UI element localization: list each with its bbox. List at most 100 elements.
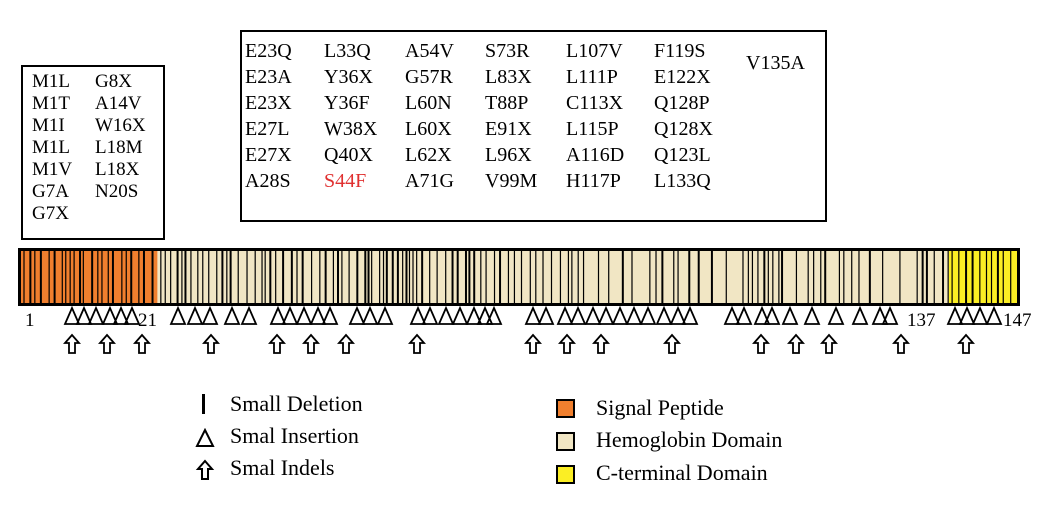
mutation-label: L60N (405, 92, 452, 114)
mutation-label: Q40X (324, 144, 373, 166)
insertion-triangle (569, 305, 587, 325)
indel-arrow (202, 333, 220, 354)
mutation-label: G57R (405, 66, 453, 88)
insertion-triangle (669, 305, 687, 325)
insertion-triangle (421, 305, 439, 325)
indel-arrow (892, 333, 910, 354)
mutation-label: L18M (95, 137, 143, 158)
mutation-label: Q128P (654, 92, 710, 114)
indel-arrow (302, 333, 320, 354)
legend-cterminal-label: C-terminal Domain (596, 460, 768, 485)
mutation-label: W16X (95, 115, 146, 136)
insertion-triangle (781, 305, 799, 325)
mutation-label: T88P (485, 92, 529, 114)
indel-arrow (268, 333, 286, 354)
deletion-icon (202, 394, 205, 414)
domain-segment (21, 251, 158, 303)
mutation-label: L33Q (324, 40, 371, 62)
insertion-triangle (269, 305, 287, 325)
insertion-triangle (87, 305, 105, 325)
mutation-label: Q123L (654, 144, 711, 166)
mutation-label: L107V (566, 40, 623, 62)
hemoglobin-domain-swatch (556, 432, 575, 451)
insertion-triangle (348, 305, 366, 325)
mutation-label: F119S (654, 40, 706, 62)
mutation-label: E91X (485, 118, 532, 140)
indel-arrow (787, 333, 805, 354)
mutation-label: V135A (746, 52, 805, 74)
mutation-label: H117P (566, 170, 621, 192)
legend-hemoglobin-label: Hemoglobin Domain (596, 427, 783, 452)
indel-arrow (133, 333, 151, 354)
mutation-label: Y36X (324, 66, 373, 88)
mutation-label: A54V (405, 40, 454, 62)
mutation-label: E23X (245, 92, 292, 114)
mutation-label: L60X (405, 118, 452, 140)
indel-arrow (558, 333, 576, 354)
insertion-triangle (465, 305, 483, 325)
indel-arrow (98, 333, 116, 354)
indel-arrow (663, 333, 681, 354)
insertion-triangle (681, 305, 699, 325)
mutation-label: S44F (324, 170, 367, 192)
indel-arrow (408, 333, 426, 354)
mutation-label: L133Q (654, 170, 711, 192)
indel-arrow (957, 333, 975, 354)
insertion-triangle (871, 305, 889, 325)
insertion-triangle (476, 305, 494, 325)
insertion-triangle (851, 305, 869, 325)
insertion-triangle (763, 305, 781, 325)
mutation-label: E27X (245, 144, 292, 166)
insertion-triangle (112, 305, 130, 325)
position-label-signal-end: 21 (138, 310, 157, 331)
mutation-label: A28S (245, 170, 291, 192)
insertion-triangle (123, 305, 141, 325)
mutation-label: L111P (566, 66, 618, 88)
indel-arrow (752, 333, 770, 354)
insertion-triangle (240, 305, 258, 325)
insertion-triangle (309, 305, 327, 325)
legend-deletion-label: Small Deletion (230, 391, 363, 416)
legend-signal-label: Signal Peptide (596, 395, 724, 420)
insertion-triangle (376, 305, 394, 325)
insertion-triangle (639, 305, 657, 325)
insertion-triangle (803, 305, 821, 325)
mutation-label: M1L (32, 137, 70, 158)
insertion-triangle (625, 305, 643, 325)
insertion-triangle (281, 305, 299, 325)
mutation-label: M1V (32, 159, 73, 180)
insertion-triangle (753, 305, 771, 325)
mutation-column: V135A (746, 50, 805, 76)
insertion-triangle (295, 305, 313, 325)
insertion-triangle (881, 305, 899, 325)
position-label-end: 147 (1003, 310, 1032, 331)
mutation-label: C113X (566, 92, 624, 114)
mutation-label: E122X (654, 66, 711, 88)
mutation-label: S73R (485, 40, 530, 62)
insertion-triangle (946, 305, 964, 325)
insertion-triangle (361, 305, 379, 325)
mutation-label: A14V (95, 93, 142, 114)
mutation-label: L18X (95, 159, 140, 180)
mutation-label: Y36F (324, 92, 370, 114)
insertion-triangle (971, 305, 989, 325)
mutation-label: M1I (32, 115, 65, 136)
insertion-triangle (597, 305, 615, 325)
mutation-label: E27L (245, 118, 290, 140)
insertion-triangle (169, 305, 187, 325)
insertion-triangle (556, 305, 574, 325)
insertion-icon (195, 428, 215, 447)
indel-arrow (820, 333, 838, 354)
insertion-triangle (409, 305, 427, 325)
mutation-label: G7X (32, 203, 69, 224)
indel-arrow-icon (195, 459, 215, 480)
insertion-triangle (584, 305, 602, 325)
insertion-triangle (101, 305, 119, 325)
insertion-triangle (985, 305, 1003, 325)
